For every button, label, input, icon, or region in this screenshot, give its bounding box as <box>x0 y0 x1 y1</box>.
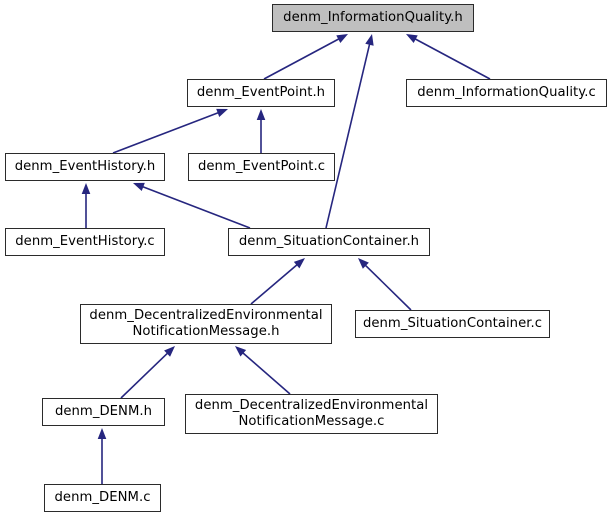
graph-node-label: denm_EventPoint.h <box>196 85 326 100</box>
graph-node-label: denm_DENM.c <box>54 490 151 505</box>
graph-node-eventhistory_h[interactable]: denm_EventHistory.h <box>5 153 165 181</box>
graph-node-denm_c_msg[interactable]: denm_DecentralizedEnvironmental Notifica… <box>185 394 438 434</box>
graph-node-eventhistory_c[interactable]: denm_EventHistory.c <box>5 228 165 256</box>
graph-node-label: denm_InformationQuality.c <box>417 85 596 100</box>
graph-node-denm_c[interactable]: denm_DENM.c <box>44 484 161 512</box>
graph-node-denm_h[interactable]: denm_DENM.h <box>42 398 165 426</box>
graph-node-label: denm_EventHistory.c <box>15 234 155 249</box>
graph-node-label: denm_EventPoint.c <box>197 159 326 174</box>
graph-node-informationquality_h[interactable]: denm_InformationQuality.h <box>272 4 474 32</box>
graph-node-label: denm_InformationQuality.h <box>283 10 463 25</box>
graph-node-situationcontainer_h[interactable]: denm_SituationContainer.h <box>228 228 430 256</box>
graph-node-label: denm_DENM.h <box>54 404 153 419</box>
graph-node-eventpoint_h[interactable]: denm_EventPoint.h <box>187 79 335 107</box>
graph-node-label: denm_EventHistory.h <box>14 159 156 174</box>
graph-node-label: denm_SituationContainer.h <box>238 234 420 249</box>
graph-node-denm_h_msg[interactable]: denm_DecentralizedEnvironmental Notifica… <box>80 304 332 344</box>
graph-node-label: denm_DecentralizedEnvironmental Notifica… <box>89 308 323 339</box>
graph-node-informationquality_c[interactable]: denm_InformationQuality.c <box>406 79 607 107</box>
graph-node-eventpoint_c[interactable]: denm_EventPoint.c <box>188 153 335 181</box>
graph-node-situationcontainer_c[interactable]: denm_SituationContainer.c <box>355 310 550 338</box>
graph-node-label: denm_SituationContainer.c <box>362 316 543 331</box>
graph-node-label: denm_DecentralizedEnvironmental Notifica… <box>194 398 429 429</box>
